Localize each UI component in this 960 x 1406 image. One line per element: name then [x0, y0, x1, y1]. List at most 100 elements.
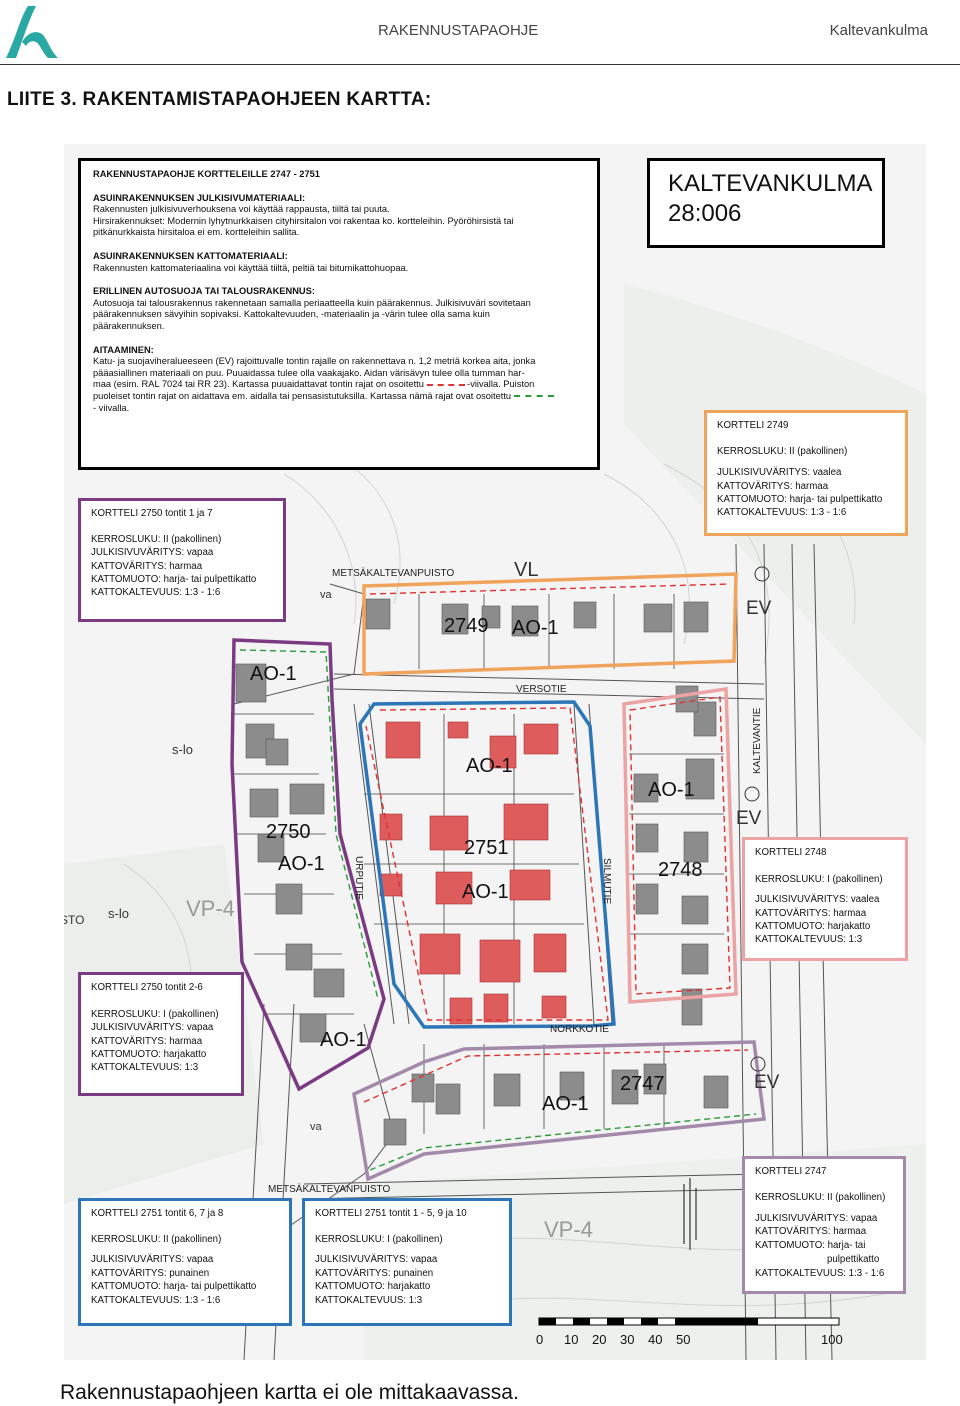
- fence-text: pääasiallinen materiaali on puu. Puuaida…: [93, 367, 525, 378]
- street-urputie: URPUTIE: [353, 856, 364, 900]
- block-roof-shape: KATTOMUOTO: harja- tai pulpettikatto: [91, 573, 257, 585]
- fence-symbol: [683, 1178, 697, 1250]
- fence-red-2748: [629, 696, 731, 995]
- block-outline-2747: [352, 1040, 766, 1182]
- zoning-code: AO-1: [320, 1029, 367, 1051]
- block-title: KORTTELI 2751 tontit 1 - 5, 9 ja 10: [315, 1208, 467, 1219]
- block-number: 2749: [444, 615, 489, 637]
- facade-text: Hirsirakennukset: Modernin lyhytnurkkais…: [93, 215, 514, 226]
- block-roof-shape-cont: pulpettikatto: [827, 1253, 880, 1265]
- roof-text: Rakennusten kattomateriaalina voi käyttä…: [93, 262, 409, 273]
- zone-sto: STO: [64, 913, 84, 927]
- block-outline-2751: [358, 700, 616, 1029]
- fence-text: puoleiset tontin rajat on aidattava em. …: [93, 391, 585, 403]
- block-roof-shape: KATTOMUOTO: harja- tai pulpettikatto: [91, 1281, 257, 1293]
- fence-green-2747: [369, 1113, 757, 1171]
- fence-heading: AITAAMINEN:: [93, 344, 154, 355]
- zoning-code: AO-1: [648, 779, 695, 801]
- zoning-code: AO-1: [512, 617, 559, 639]
- block-roof-color: KATTOVÄRITYS: harmaa: [755, 907, 867, 919]
- logo-icon: [6, 6, 58, 58]
- block-roof-slope: KATTOKALTEVUUS: 1:3 - 1:6: [91, 1294, 221, 1306]
- zone-slo: s-lo: [108, 906, 129, 921]
- block-info-2749: KORTTELI 2749 KERROSLUKU: II (pakollinen…: [704, 410, 908, 536]
- general-rules-title: RAKENNUSTAPAOHJE KORTTELEILLE 2747 - 275…: [93, 169, 320, 179]
- block-floors: KERROSLUKU: II (pakollinen): [717, 446, 848, 458]
- garage-heading: ERILLINEN AUTOSUOJA TAI TALOUSRAKENNUS:: [93, 286, 315, 297]
- map-caption: Rakennustapaohjeen kartta ei ole mittaka…: [60, 1381, 519, 1404]
- fence-text-part: -viivalla. Puiston: [467, 379, 535, 390]
- block-roof-slope: KATTOKALTEVUUS: 1:3 - 1:6: [91, 587, 221, 599]
- street-labels: METSÄKALTEVANPUISTO METSÄKALTEVANPUISTO …: [268, 567, 763, 1195]
- block-title: KORTTELI 2749: [717, 420, 789, 431]
- block-number: 2751: [464, 837, 509, 859]
- street-versotie: VERSOTIE: [516, 684, 567, 695]
- zone-vp4: VP-4: [544, 1217, 593, 1242]
- zone-ev: EV: [754, 1072, 780, 1093]
- parcel-lines: [234, 594, 724, 1134]
- street-metsakaltevanpuisto: METSÄKALTEVANPUISTO: [268, 1183, 390, 1195]
- plan-map-svg: 0 10 20 30 40 50 100 VL EV EV EV VP-4 VP…: [64, 284, 926, 1360]
- fence-red-2747: [363, 1049, 749, 1103]
- zoning-code: AO-1: [278, 853, 325, 875]
- block-facade: JULKISIVUVÄRITYS: vaalea: [755, 894, 880, 906]
- zone-slo: s-lo: [172, 742, 193, 757]
- block-roof-color: KATTOVÄRITYS: harmaa: [91, 560, 203, 572]
- zoning-code: AO-1: [462, 881, 509, 903]
- block-facade: JULKISIVUVÄRITYS: vapaa: [91, 547, 214, 559]
- scale-tick: 100: [821, 1332, 843, 1347]
- zone-ev: EV: [746, 598, 772, 619]
- document-type: RAKENNUSTAPAOHJE: [378, 22, 539, 39]
- block-info-2751a: KORTTELI 2751 tontit 6, 7 ja 8 KERROSLUK…: [78, 1198, 292, 1326]
- zone-vl: VL: [514, 559, 538, 581]
- block-outline-2748: [622, 686, 738, 1004]
- block-facade: JULKISIVUVÄRITYS: vapaa: [91, 1254, 214, 1266]
- block-info-2750b: KORTTELI 2750 tontit 2-6 KERROSLUKU: I (…: [78, 972, 244, 1096]
- red-buildings: [379, 721, 567, 1025]
- zone-ev: EV: [736, 808, 762, 829]
- fence-red-2749: [369, 583, 731, 595]
- block-title: KORTTELI 2747: [755, 1166, 827, 1177]
- block-roof-slope: KATTOKALTEVUUS: 1:3: [91, 1062, 199, 1074]
- zoning-code: AO-1: [466, 755, 513, 777]
- block-facade: JULKISIVUVÄRITYS: vapaa: [755, 1212, 878, 1224]
- fence-green-2750: [239, 649, 379, 1000]
- zone-va: va: [320, 589, 333, 601]
- scale-labels: 0 10 20 30 40 50 100: [536, 1332, 843, 1347]
- fence-text: Katu- ja suojaviheralueeseen (EV) rajoit…: [93, 356, 536, 367]
- block-number: 2747: [620, 1073, 665, 1095]
- block-floors: KERROSLUKU: I (pakollinen): [755, 874, 883, 886]
- street-metsakaltevanpuisto: METSÄKALTEVANPUISTO: [332, 567, 454, 579]
- block-floors: KERROSLUKU: I (pakollinen): [315, 1233, 443, 1245]
- fence-red-2751: [365, 707, 609, 1021]
- block-roof-shape: KATTOMUOTO: harjakatto: [755, 920, 871, 932]
- block-title: KORTTELI 2748: [755, 847, 827, 858]
- block-number: 2748: [658, 859, 703, 881]
- zoning-code: AO-1: [250, 663, 297, 685]
- block-info-2748: KORTTELI 2748 KERROSLUKU: I (pakollinen)…: [742, 837, 908, 961]
- garage-text: päärakennuksen.: [93, 320, 165, 331]
- zone-labels: VL EV EV EV VP-4 VP-4 s-lo s-lo STO va v…: [64, 559, 780, 1242]
- block-floors: KERROSLUKU: II (pakollinen): [755, 1191, 886, 1203]
- place-code: 28:006: [668, 200, 742, 227]
- block-roof-color: KATTOVÄRITYS: harmaa: [717, 480, 829, 492]
- fence-text-part: puoleiset tontin rajat on aidattava em. …: [93, 390, 512, 401]
- fence-text: - viivalla.: [93, 402, 130, 413]
- street-norkkotie: NORKKOTIE: [550, 1024, 609, 1035]
- block-info-2751b: KORTTELI 2751 tontit 1 - 5, 9 ja 10 KERR…: [302, 1198, 512, 1326]
- block-info-2747: KORTTELI 2747 KERROSLUKU: II (pakollinen…: [742, 1156, 906, 1294]
- green-dash-legend: [513, 395, 554, 398]
- facade-text: Rakennusten julkisivuverhouksena voi käy…: [93, 204, 390, 215]
- scale-tick: 30: [620, 1332, 634, 1347]
- garage-text: päärakennuksen sävyihin sopivaksi. Katto…: [93, 309, 490, 320]
- place-name: KALTEVANKULMA: [668, 170, 873, 197]
- block-floors: KERROSLUKU: II (pakollinen): [91, 1233, 222, 1245]
- block-outline-2749: [362, 572, 738, 676]
- scale-tick: 10: [564, 1332, 578, 1347]
- block-roof-shape: KATTOMUOTO: harjakatto: [91, 1048, 207, 1060]
- block-roof-slope: KATTOKALTEVUUS: 1:3 - 1:6: [717, 507, 847, 519]
- block-title: KORTTELI 2751 tontit 6, 7 ja 8: [91, 1208, 224, 1219]
- block-number: 2750: [266, 821, 311, 843]
- block-roof-color: KATTOVÄRITYS: punainen: [315, 1267, 434, 1279]
- street-kaltevantie: KALTEVANTIE: [752, 707, 763, 774]
